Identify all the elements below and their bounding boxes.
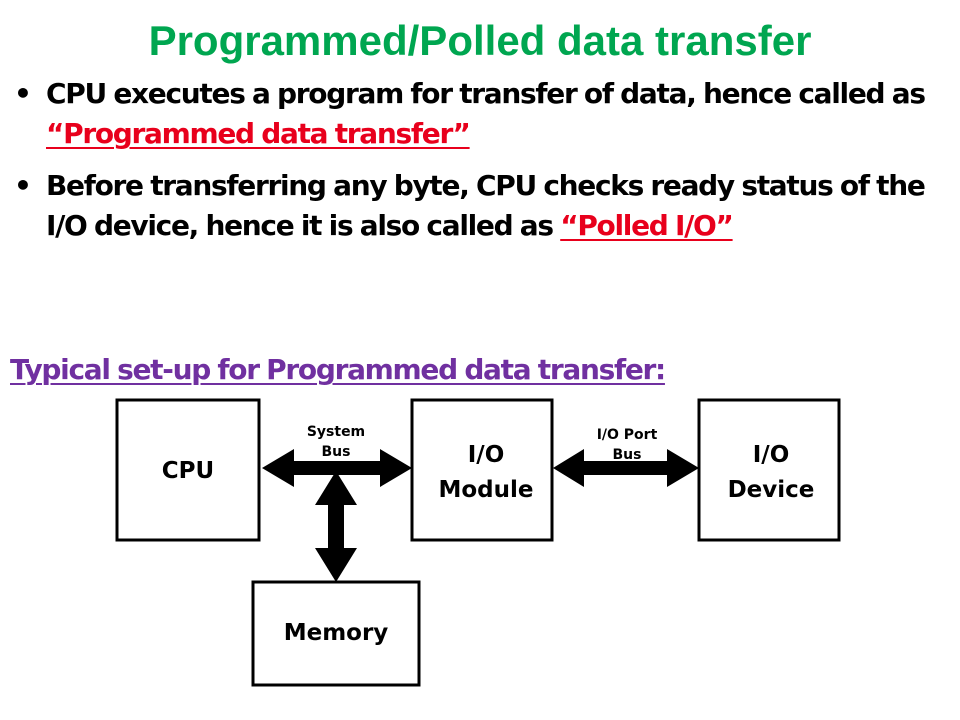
bullet-item-polled: • Before transferring any byte, CPU chec…	[10, 166, 955, 246]
system-bus-arrow-icon	[262, 449, 412, 487]
memory-block	[251, 580, 421, 687]
highlight-polled-io: “Polled I/O”	[560, 209, 734, 242]
system-bus-label-line1: System	[307, 424, 365, 440]
cpu-block	[115, 398, 261, 542]
bullet-text: CPU executes a program for transfer of d…	[46, 77, 926, 110]
io-module-block	[410, 398, 554, 542]
io-module-label-line1: I/O	[468, 442, 505, 468]
setup-heading: Typical set-up for Programmed data trans…	[10, 353, 666, 386]
memory-bus-arrow-icon	[315, 471, 357, 582]
io-port-bus-arrow-icon	[553, 449, 699, 487]
bullet-dot-icon: •	[14, 169, 32, 202]
io-port-bus-label-line1: I/O Port	[597, 427, 658, 443]
bullet-list: • CPU executes a program for transfer of…	[10, 74, 955, 246]
memory-label: Memory	[284, 620, 389, 646]
io-device-label-line2: Device	[728, 477, 815, 503]
io-device-label-line1: I/O	[753, 442, 790, 468]
bullet-dot-icon: •	[14, 77, 32, 110]
system-bus-label-line2: Bus	[322, 444, 351, 460]
highlight-programmed-data-transfer: “Programmed data transfer”	[46, 117, 471, 150]
io-port-bus-label-line2: Bus	[613, 447, 642, 463]
slide-title: Programmed/Polled data transfer	[148, 17, 812, 64]
bullet-text: Before transferring any byte, CPU checks…	[46, 169, 926, 242]
cpu-label: CPU	[162, 458, 214, 484]
bullet-item-programmed: • CPU executes a program for transfer of…	[10, 74, 955, 154]
io-device-block	[697, 398, 841, 542]
io-module-label-line2: Module	[438, 477, 533, 503]
